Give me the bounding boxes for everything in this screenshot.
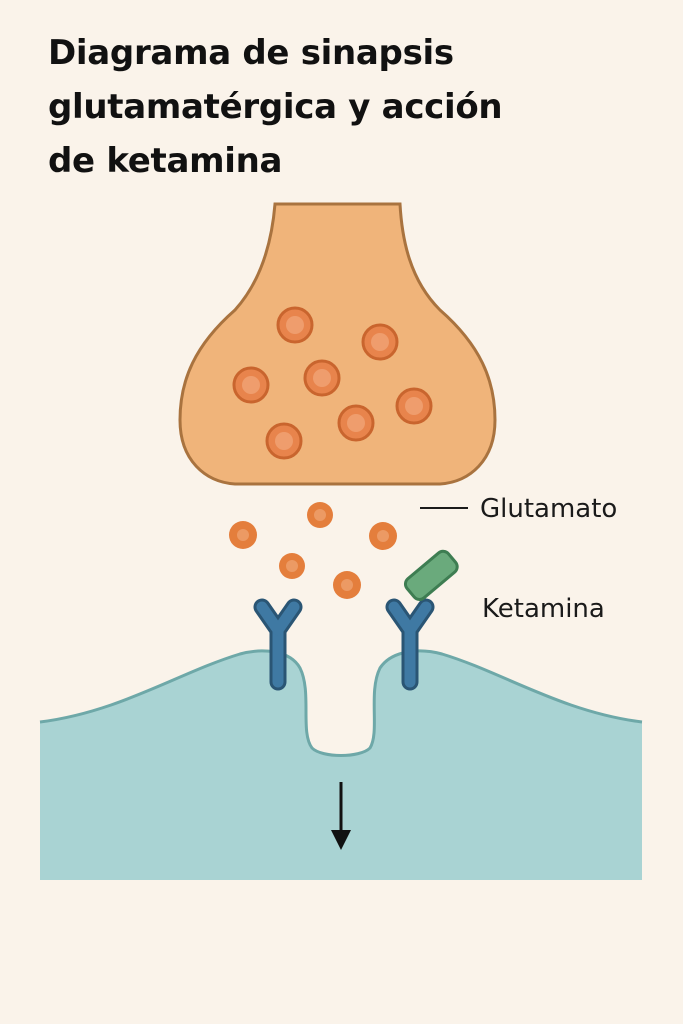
synaptic-vesicles	[232, 306, 433, 460]
vesicle	[232, 366, 270, 404]
title-line-1: Diagrama de sinapsis	[48, 33, 454, 73]
glutamate-molecules	[229, 502, 397, 599]
presynaptic-terminal	[178, 202, 497, 486]
diagram-title: Diagrama de sinapsis glutamatérgica y ac…	[48, 26, 648, 188]
title-line-3: de ketamina	[48, 141, 283, 181]
postsynaptic-body	[40, 650, 642, 880]
signal-arrow-icon	[331, 782, 351, 850]
receptor-left	[253, 598, 303, 691]
receptor-right	[385, 598, 435, 691]
glutamate-molecule	[333, 571, 361, 599]
glutamate-label-group: Glutamato	[420, 494, 617, 524]
ketamine-label: Ketamina	[482, 594, 605, 624]
vesicle	[361, 323, 399, 361]
vesicle	[303, 359, 341, 397]
title-line-2: glutamatérgica y acción	[48, 87, 503, 127]
glutamate-molecule	[369, 522, 397, 550]
glutamate-molecule	[279, 553, 305, 579]
vesicle	[337, 404, 375, 442]
postsynaptic-neuron	[39, 649, 643, 880]
presynaptic-body	[178, 202, 497, 486]
glutamate-label: Glutamato	[480, 494, 617, 524]
glutamate-molecule	[229, 521, 257, 549]
ketamine-molecule	[403, 549, 459, 601]
postsynaptic-membrane	[39, 649, 643, 757]
glutamate-molecule	[307, 502, 333, 528]
vesicle	[395, 387, 433, 425]
vesicle	[265, 422, 303, 460]
vesicle	[276, 306, 314, 344]
